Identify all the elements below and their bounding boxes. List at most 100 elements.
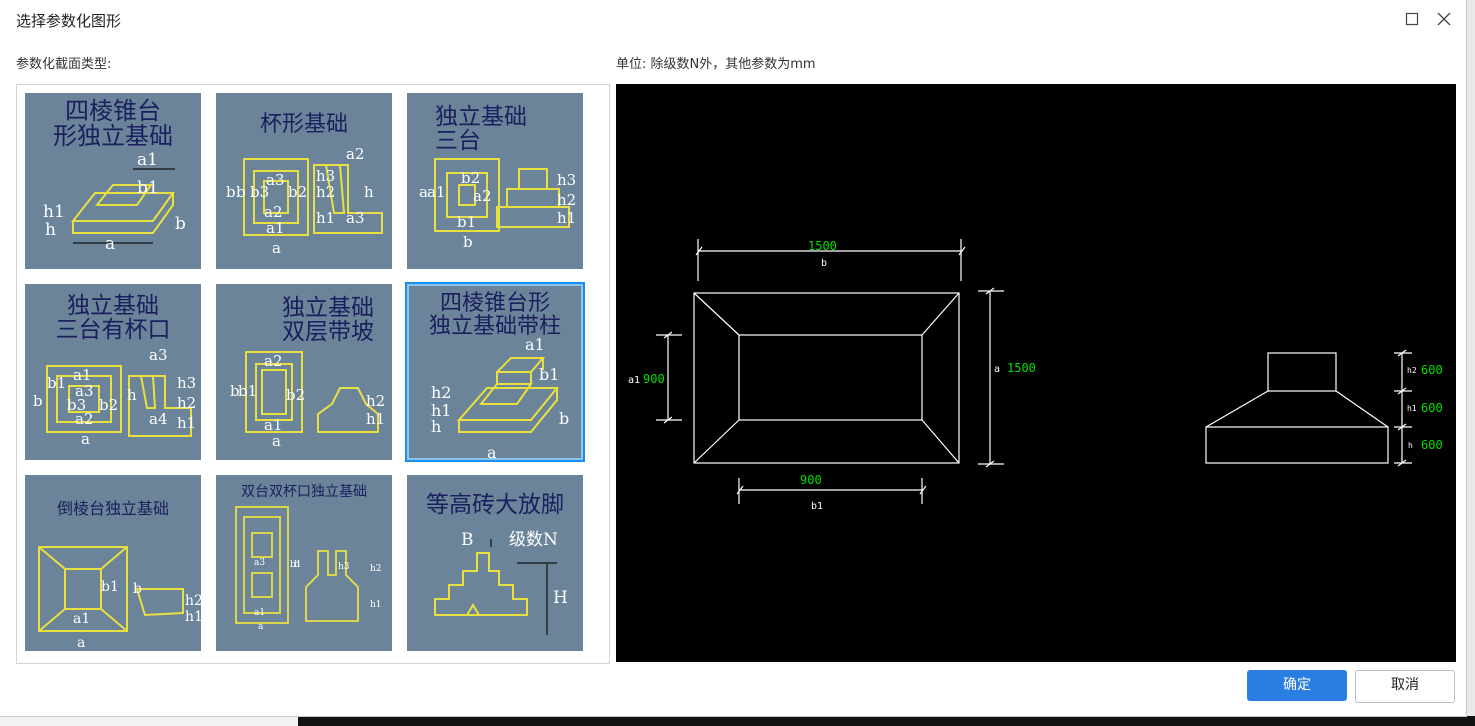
svg-text:a: a bbox=[77, 635, 85, 651]
thumb-caption: 独立基础 三台 bbox=[435, 104, 527, 155]
shape-preview-canvas: 1500 b a 1500 a1 900 900 b1 h2 600 h1 60… bbox=[616, 84, 1456, 662]
close-icon[interactable] bbox=[1433, 8, 1455, 30]
svg-text:b1: b1 bbox=[238, 382, 257, 400]
svg-text:h2: h2 bbox=[185, 593, 201, 609]
svg-text:b: b bbox=[559, 409, 569, 428]
svg-text:h2: h2 bbox=[370, 564, 382, 574]
svg-text:a: a bbox=[258, 622, 264, 632]
svg-text:a1: a1 bbox=[137, 150, 158, 170]
svg-text:b1: b1 bbox=[47, 374, 66, 392]
dim-b1-label: b1 bbox=[811, 501, 823, 512]
preview-drawing: 1500 b a 1500 a1 900 900 b1 h2 600 h1 60… bbox=[628, 239, 1443, 512]
svg-text:a1: a1 bbox=[525, 335, 545, 354]
svg-text:h: h bbox=[127, 386, 137, 404]
cancel-button[interactable]: 取消 bbox=[1355, 670, 1455, 703]
dialog-title: 选择参数化图形 bbox=[16, 12, 122, 30]
svg-text:b: b bbox=[133, 581, 142, 597]
svg-text:b3: b3 bbox=[250, 183, 269, 201]
svg-text:h1: h1 bbox=[557, 209, 576, 227]
svg-text:b: b bbox=[33, 392, 43, 410]
dim-a-value: 1500 bbox=[1007, 361, 1036, 375]
thumb-caption: 等高砖大放脚 bbox=[426, 492, 564, 518]
svg-text:h1: h1 bbox=[185, 609, 201, 625]
ok-button[interactable]: 确定 bbox=[1247, 670, 1347, 701]
svg-text:b1: b1 bbox=[539, 365, 559, 384]
svg-text:h2: h2 bbox=[177, 394, 196, 412]
svg-text:b2: b2 bbox=[288, 183, 307, 201]
svg-text:h3: h3 bbox=[338, 562, 350, 572]
svg-text:b: b bbox=[463, 233, 473, 251]
svg-text:a2: a2 bbox=[473, 187, 492, 205]
svg-text:h: h bbox=[431, 417, 441, 436]
svg-text:a1: a1 bbox=[264, 416, 283, 434]
dim-h-label: h bbox=[1408, 441, 1413, 450]
dim-h1-value: 600 bbox=[1421, 401, 1443, 415]
svg-text:h2: h2 bbox=[366, 392, 385, 410]
svg-text:h1: h1 bbox=[316, 209, 335, 227]
svg-text:h1: h1 bbox=[366, 410, 385, 428]
thumb-caption: 四棱锥台形 独立基础带柱 bbox=[428, 291, 561, 340]
svg-text:h: h bbox=[45, 220, 56, 240]
svg-text:H: H bbox=[553, 588, 568, 608]
svg-text:h: h bbox=[364, 183, 374, 201]
title-bar: 选择参数化图形 bbox=[0, 0, 1466, 38]
dim-b-label: b bbox=[821, 258, 827, 269]
svg-text:h2: h2 bbox=[431, 383, 451, 402]
unit-label: 单位: 除级数N外，其他参数为mm bbox=[616, 57, 816, 72]
svg-text:a3: a3 bbox=[149, 346, 168, 364]
svg-text:b: b bbox=[294, 560, 300, 570]
dim-h1-label: h1 bbox=[1407, 404, 1417, 413]
svg-text:a: a bbox=[419, 183, 428, 201]
dim-h2-value: 600 bbox=[1421, 363, 1443, 377]
dim-b-value: 1500 bbox=[808, 239, 837, 253]
background-window-edge bbox=[1467, 0, 1475, 716]
svg-text:h3: h3 bbox=[557, 171, 576, 189]
thumb-caption: 双台双杯口独立基础 bbox=[241, 484, 367, 500]
svg-text:级数N: 级数N bbox=[509, 530, 558, 550]
svg-text:h1: h1 bbox=[370, 600, 382, 610]
svg-text:h3: h3 bbox=[316, 167, 335, 185]
svg-text:a1: a1 bbox=[254, 608, 265, 618]
background-canvas-strip bbox=[298, 716, 1475, 726]
svg-text:b2: b2 bbox=[286, 386, 305, 404]
svg-text:b1: b1 bbox=[290, 560, 302, 570]
svg-text:a3: a3 bbox=[346, 209, 365, 227]
svg-text:b1: b1 bbox=[101, 579, 119, 595]
dim-a1-label: a1 bbox=[628, 375, 640, 386]
svg-text:b: b bbox=[175, 214, 186, 234]
svg-text:a2: a2 bbox=[264, 352, 283, 370]
svg-text:a2: a2 bbox=[75, 410, 94, 428]
dim-h2-label: h2 bbox=[1407, 366, 1417, 375]
svg-text:a1: a1 bbox=[73, 611, 90, 627]
svg-text:h1: h1 bbox=[177, 414, 196, 432]
svg-text:b3: b3 bbox=[67, 396, 86, 414]
svg-text:a: a bbox=[272, 239, 281, 257]
section-type-label: 参数化截面类型: bbox=[16, 57, 112, 72]
svg-text:h2: h2 bbox=[557, 191, 576, 209]
svg-text:h1: h1 bbox=[431, 401, 451, 420]
maximize-icon[interactable] bbox=[1401, 8, 1423, 30]
svg-text:b: b bbox=[230, 382, 240, 400]
svg-text:h1: h1 bbox=[43, 202, 65, 222]
svg-text:a2: a2 bbox=[346, 145, 365, 163]
svg-text:b: b bbox=[236, 183, 246, 201]
svg-text:b1: b1 bbox=[137, 178, 159, 198]
